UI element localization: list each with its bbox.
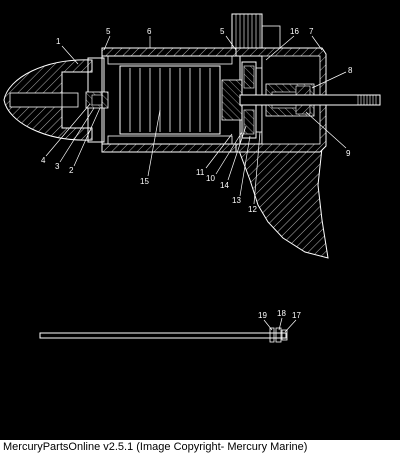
callout-19: 19 [258,311,267,320]
cable-grommet [231,13,263,49]
armature-windings [129,68,211,132]
callout-16: 16 [290,27,299,36]
skeg-fin [237,147,329,259]
prop-shaft [239,94,381,106]
callout-3: 3 [55,162,60,171]
callout-11: 11 [196,168,205,177]
callout-9: 9 [346,149,351,158]
callout-1: 1 [56,37,61,46]
callout-12: 12 [248,205,257,214]
callout-17: 17 [292,311,301,320]
callout-13: 13 [232,196,241,205]
callout-8: 8 [348,66,353,75]
callout-10: 10 [206,174,215,183]
leader-lines [45,35,347,333]
magnet-bottom [107,135,233,145]
callout-4: 4 [41,156,46,165]
commutator [221,79,243,121]
nose-cone-bore [9,92,79,108]
callout-14: 14 [220,181,229,190]
callout-18: 18 [277,309,286,318]
callout-2: 2 [69,166,74,175]
callout-15: 15 [140,177,149,186]
bolt-cap [281,329,288,341]
copyright-footer: MercuryPartsOnline v2.5.1 (Image Copyrig… [0,440,400,454]
bolt-washer [269,327,275,343]
callout-5-rear: 5 [220,27,225,36]
through-bolt [39,332,287,339]
callout-6: 6 [147,27,152,36]
shaft-thread [357,95,377,105]
magnet-top [107,55,233,65]
exploded-parts-diagram: 1 5 6 5 16 7 8 9 4 3 2 15 11 10 14 13 12… [3,13,381,343]
callout-5-front: 5 [106,27,111,36]
callout-7: 7 [309,27,314,36]
bolt-nut [275,327,282,343]
